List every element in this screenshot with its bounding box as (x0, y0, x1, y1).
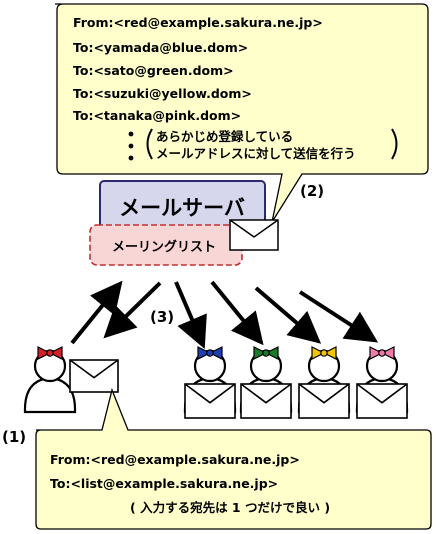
note-open-paren (146, 128, 153, 160)
ribbon-icon (197, 346, 223, 360)
ribbon-icon (253, 346, 279, 360)
bottom-bubble-line-2: To:<list@example.sakura.ne.jp> (50, 476, 278, 491)
ellipsis-dot (128, 155, 134, 161)
server-envelope-icon (229, 219, 279, 251)
step-2-label: (2) (300, 182, 324, 200)
mail-server-label: メールサーバ (119, 196, 245, 220)
sender-person-red (23, 346, 77, 414)
recipient-envelope-icon (356, 383, 408, 419)
arrow-server-to-green (210, 280, 264, 346)
ribbon-icon (311, 346, 337, 360)
arrow-server-to-yellow (254, 286, 322, 344)
top-bubble-note-line-2: メールアドレスに対して送信を行う (156, 146, 356, 161)
arrow-server-to-blue (174, 281, 207, 350)
sender-envelope-icon (69, 359, 119, 393)
bottom-bubble-line-1: From:<red@example.sakura.ne.jp> (50, 452, 300, 467)
ellipsis-dot (128, 131, 134, 137)
top-bubble-line-3: To:<sato@green.dom> (73, 63, 234, 78)
recipient-envelope-icon (240, 383, 292, 419)
step-3-label: (3) (150, 308, 174, 326)
top-bubble-note-line-1: あらかじめ登録している (156, 129, 293, 144)
people-group (23, 346, 409, 419)
note-close-paren (391, 128, 398, 160)
mailing-list-box (89, 224, 243, 266)
arrow-sender-to-server (70, 280, 123, 345)
ribbon-icon (37, 346, 63, 360)
step-1-label: (1) (2, 428, 26, 446)
bottom-bubble-note: ( 入力する宛先は 1 つだけで良い ) (130, 500, 330, 515)
ellipsis-dot (128, 143, 134, 149)
top-bubble-line-1: From:<red@example.sakura.ne.jp> (73, 15, 323, 30)
person-body (23, 376, 77, 414)
arrow-server-to-pink (298, 290, 379, 343)
mailing-list-label: メーリングリスト (112, 239, 216, 255)
top-bubble-line-2: To:<yamada@blue.dom> (73, 40, 248, 55)
top-bubble-line-4: To:<suzuki@yellow.dom> (73, 86, 252, 101)
arrow-server-to-sender (103, 281, 162, 339)
recipient-envelope-icon (298, 383, 350, 419)
recipient-envelope-icon (184, 383, 236, 419)
ribbon-icon (369, 346, 395, 360)
bottom-speech-bubble (35, 387, 432, 530)
top-bubble-line-5: To:<tanaka@pink.dom> (73, 108, 241, 123)
